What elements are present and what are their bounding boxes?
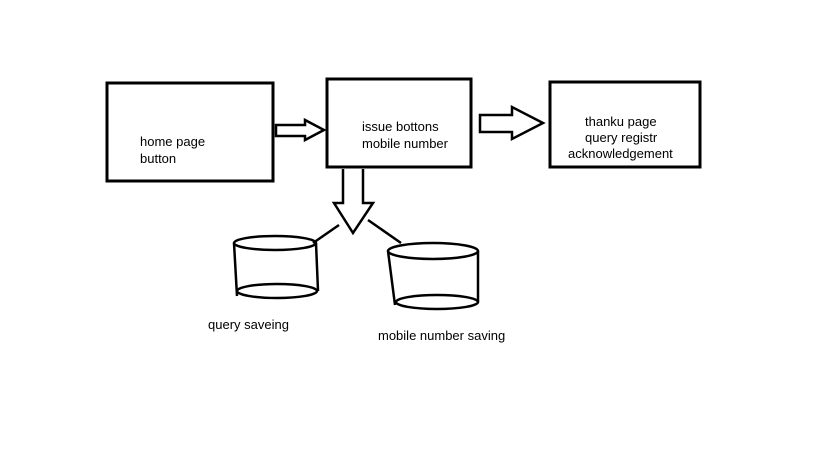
home-page-box-text: home page button [140,133,205,167]
arrow-home-to-issue [274,117,327,143]
home-page-line-1: home page [140,134,206,149]
arrow-issue-to-thanku [478,104,546,142]
thanku-page-box-text: thanku page query registr acknowledgemen… [568,114,673,162]
mobile-database-label: mobile number saving [378,328,506,343]
connector-to-mobile-db [367,218,402,245]
arrow-issue-down [331,169,376,236]
issue-buttons-line-1: issue bottons [362,119,439,134]
query-database-label: query saveing [208,317,289,332]
issue-buttons-line-2: mobile number [362,136,448,151]
thanku-page-line-1: thanku page [585,114,657,129]
mobile-database-icon [386,241,480,311]
connector-to-query-db [312,223,340,245]
home-page-box [105,81,275,183]
issue-buttons-box [325,77,473,169]
home-page-line-2: button [140,151,177,166]
thanku-page-line-3: acknowledgement [568,146,673,161]
thanku-page-box [548,80,702,169]
query-database-icon [232,234,320,300]
issue-buttons-box-text: issue bottons mobile number [362,118,448,152]
thanku-page-line-2: query registr [585,130,658,145]
